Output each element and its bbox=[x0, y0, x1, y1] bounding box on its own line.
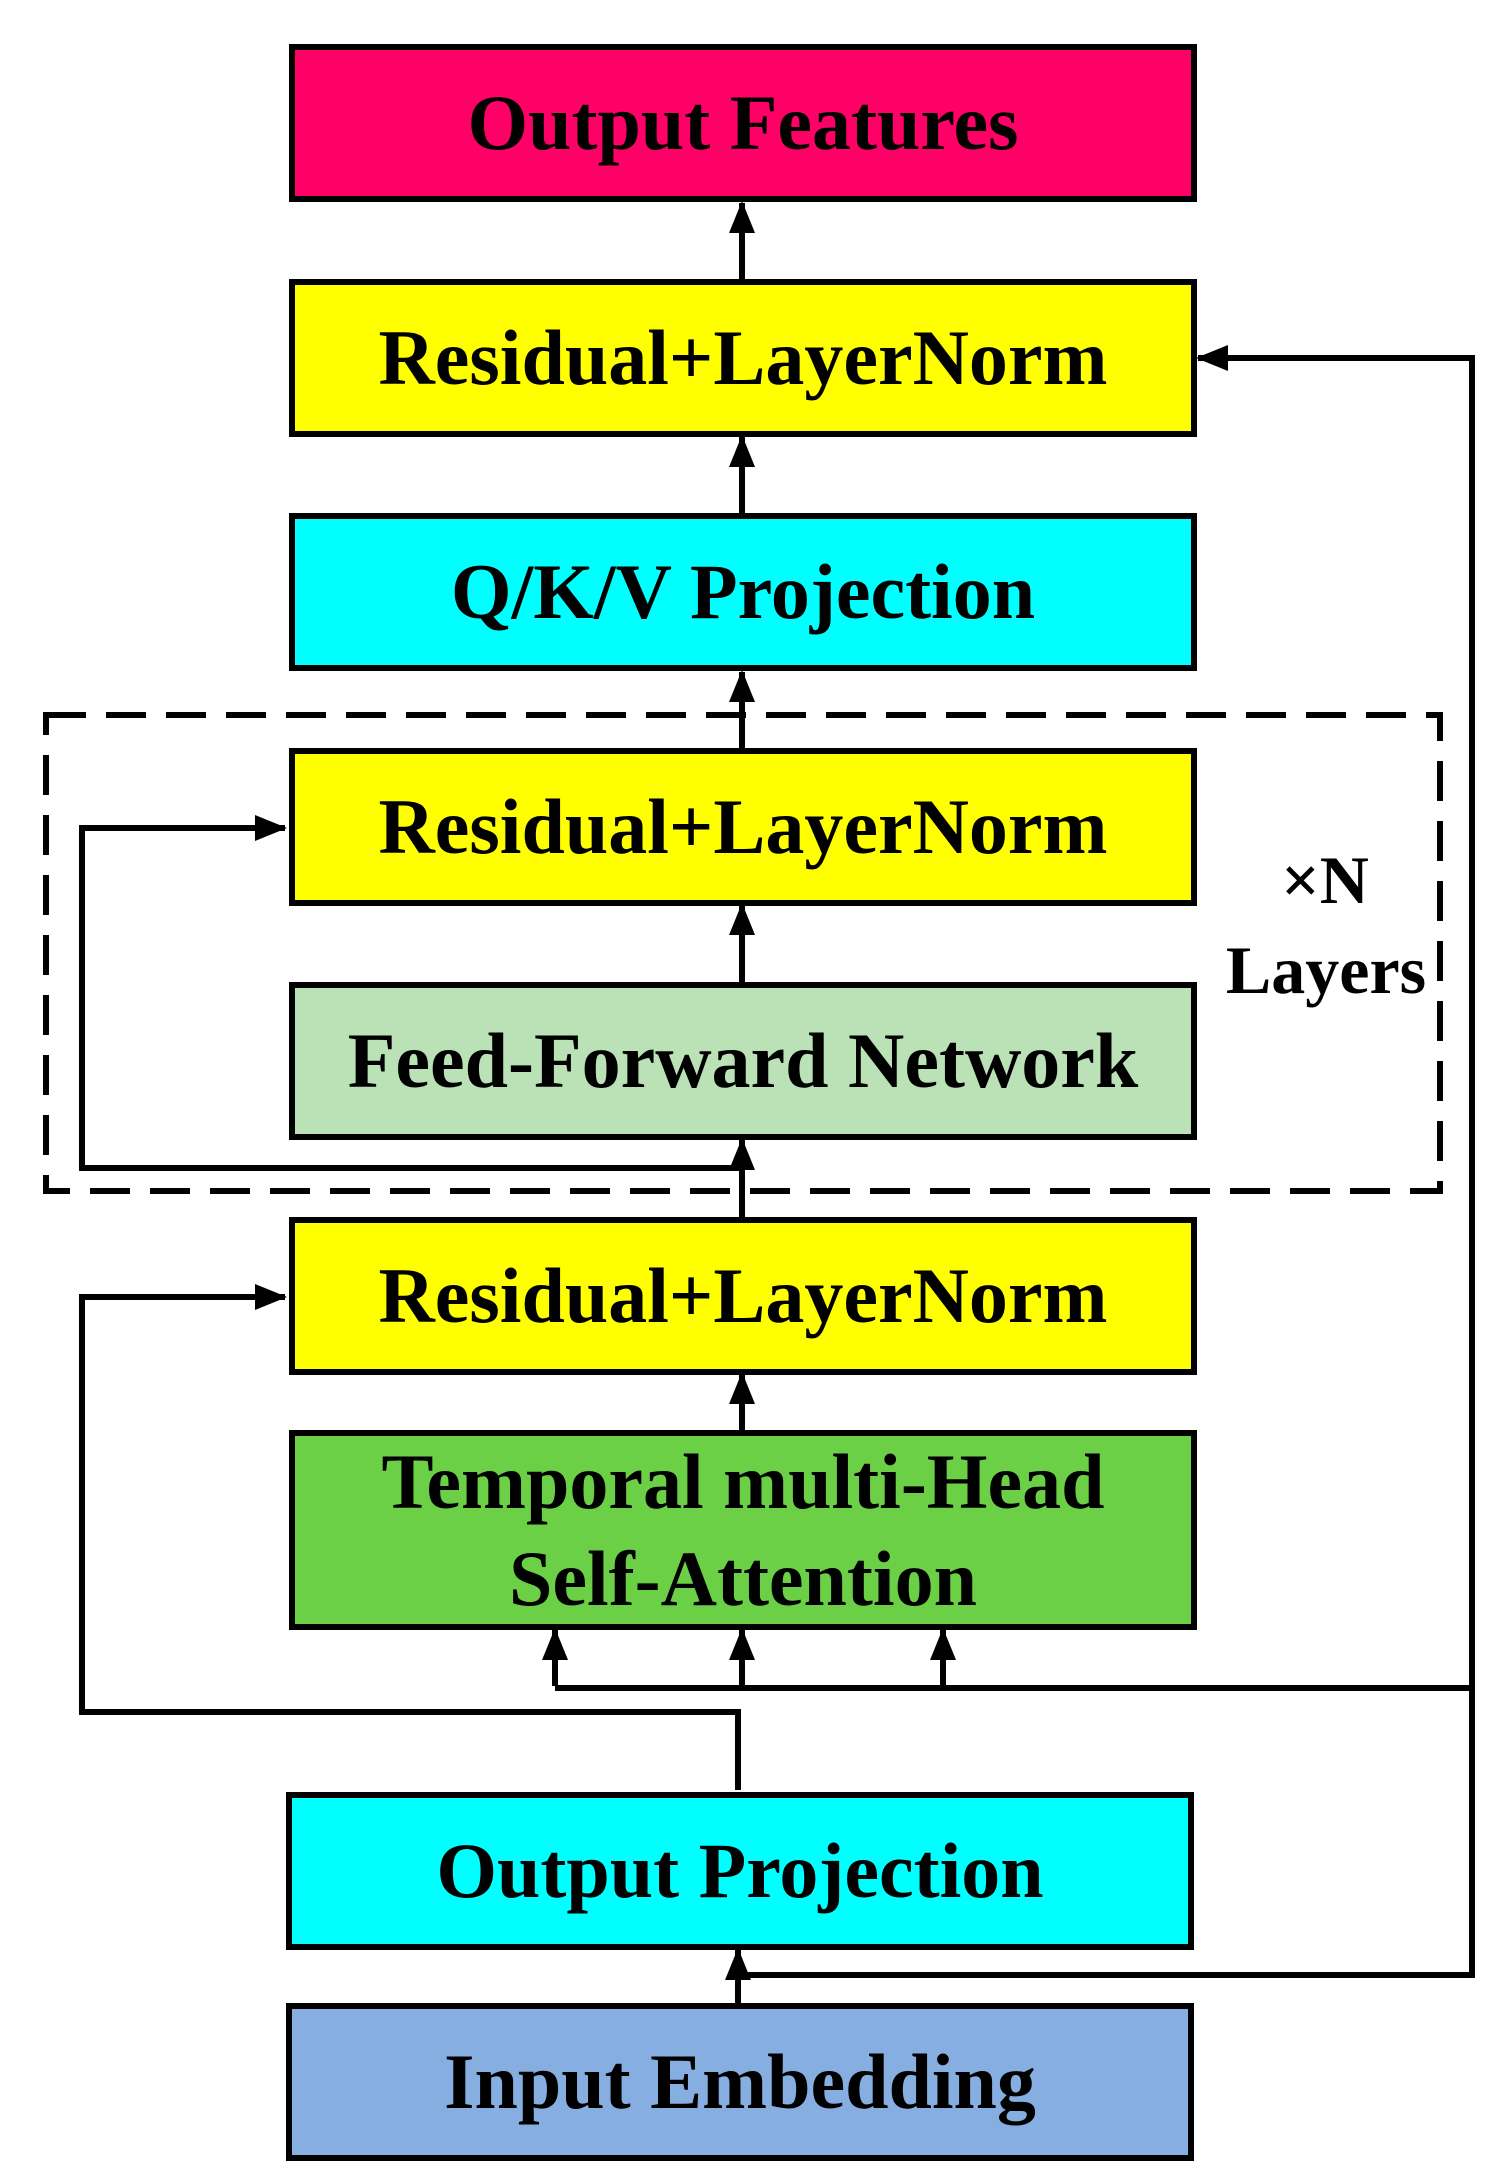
temporal-attention-line1: Temporal multi-Head bbox=[381, 1437, 1105, 1525]
output-projection-label: Output Projection bbox=[436, 1827, 1044, 1915]
qkv-projection-box: Q/K/V Projection bbox=[289, 513, 1197, 671]
feed-forward-network-box: Feed-Forward Network bbox=[289, 982, 1197, 1140]
repeat-layers-text: Layers bbox=[1225, 932, 1427, 1008]
temporal-attention-box: Temporal multi-Head Self-Attention bbox=[289, 1430, 1197, 1630]
input-embedding-box: Input Embedding bbox=[286, 2003, 1194, 2161]
qkv-projection-label: Q/K/V Projection bbox=[450, 548, 1036, 636]
residual-layernorm-top-box: Residual+LayerNorm bbox=[289, 279, 1197, 437]
residual-path-attention bbox=[79, 1284, 741, 1790]
residual-layernorm-attention-label: Residual+LayerNorm bbox=[378, 1252, 1108, 1340]
output-features-label: Output Features bbox=[467, 79, 1019, 167]
residual-path-ffn bbox=[79, 815, 742, 1171]
residual-layernorm-top-label: Residual+LayerNorm bbox=[378, 314, 1108, 402]
residual-layernorm-block-label: Residual+LayerNorm bbox=[378, 783, 1108, 871]
feed-forward-network-label: Feed-Forward Network bbox=[347, 1017, 1139, 1105]
repeat-count-label: ×N bbox=[1215, 836, 1435, 924]
residual-layernorm-attention-box: Residual+LayerNorm bbox=[289, 1217, 1197, 1375]
repeat-layers-label: Layers bbox=[1210, 926, 1442, 1014]
temporal-attention-line2: Self-Attention bbox=[509, 1535, 977, 1622]
residual-layernorm-block-box: Residual+LayerNorm bbox=[289, 748, 1197, 906]
residual-path-skip bbox=[738, 345, 1475, 1978]
output-projection-box: Output Projection bbox=[286, 1792, 1194, 1950]
output-features-box: Output Features bbox=[289, 44, 1197, 202]
repeat-count-text: ×N bbox=[1281, 842, 1369, 918]
input-embedding-label: Input Embedding bbox=[444, 2038, 1036, 2126]
